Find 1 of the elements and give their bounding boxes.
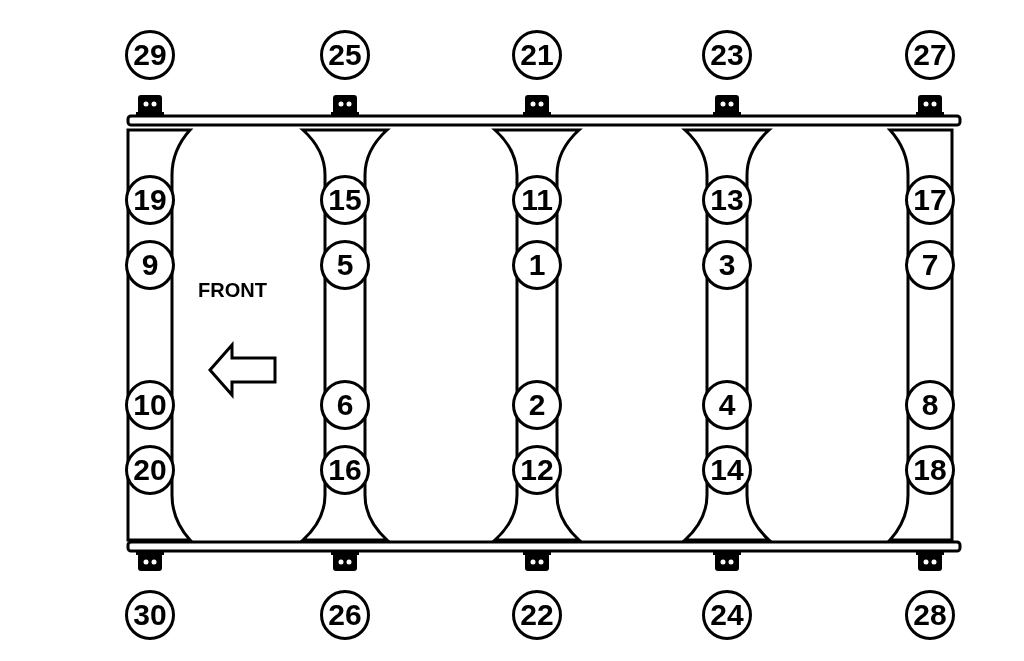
front-label: FRONT [198,280,267,300]
